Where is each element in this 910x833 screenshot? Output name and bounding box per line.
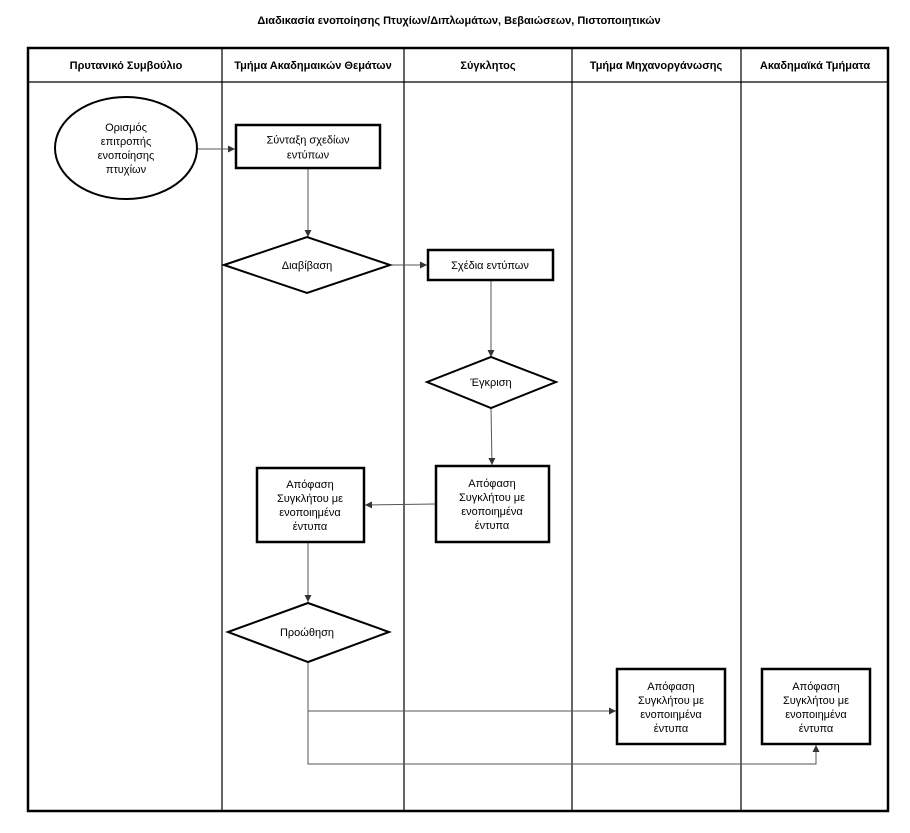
node-label-line: Συγκλήτου με <box>459 492 525 504</box>
node-drafts-box <box>426 248 555 282</box>
node-label-line: έντυπα <box>475 520 510 532</box>
node-label-line: εντύπων <box>287 150 330 162</box>
node-label-line: ενοποιημένα <box>785 709 847 721</box>
node-senate-decision-box <box>434 464 551 544</box>
node-label-line: Προώθηση <box>280 627 334 639</box>
node-label-line: επιτροπής <box>101 136 152 148</box>
node-label-line: ενοποίησης <box>98 150 155 162</box>
node-label-line: Απόφαση <box>468 478 515 490</box>
node-review-diamond <box>220 235 394 295</box>
node-label-line: Έγκριση <box>469 377 511 389</box>
edge-forward-to-departments <box>307 711 820 765</box>
lane-header-academic-departments: Ακαδημαϊκά Τμήματα <box>760 60 870 72</box>
node-label-line: Απόφαση <box>286 479 333 491</box>
node-label-line: Συγκλήτου με <box>638 695 704 707</box>
node-label-line: ενοποιημένα <box>461 506 523 518</box>
node-label-line: Απόφαση <box>647 681 694 693</box>
swimlane-frame <box>26 46 890 813</box>
node-drafting-label: Σύνταξη σχεδίων εντύπων <box>266 135 350 162</box>
edge-forward-to-it <box>307 663 616 715</box>
node-label-line: ενοποιημένα <box>640 709 702 721</box>
node-label-line: Διαβίβαση <box>282 260 333 272</box>
node-label-line: Ορισμός <box>105 122 147 134</box>
node-label-line: Απόφαση <box>792 681 839 693</box>
node-label-line: ενοποιημένα <box>279 507 341 519</box>
node-approval-diamond <box>424 355 559 410</box>
node-drafts-label: Σχέδια εντύπων <box>451 260 529 272</box>
node-departments-decision-box <box>760 667 872 746</box>
lane-header-it-department: Τμήμα Μηχανοργάνωσης <box>590 60 723 72</box>
edge-senate-decision-to-academic <box>364 501 437 509</box>
node-label-line: Σχέδια εντύπων <box>451 260 529 272</box>
lane-header-rector-council: Πρυτανικό Συμβούλιο <box>70 60 183 72</box>
node-committee-ellipse <box>54 96 198 200</box>
node-label-line: έντυπα <box>799 723 834 735</box>
node-approval-label: Έγκριση <box>469 377 511 389</box>
node-academic-decision-box <box>255 466 366 544</box>
edge-approval-to-decision <box>488 407 496 466</box>
diagram-title: Διαδικασία ενοποίησης Πτυχίων/Διπλωμάτων… <box>257 15 660 27</box>
node-label-line: έντυπα <box>293 521 328 533</box>
lane-header-academic-affairs: Τμήμα Ακαδημαικών Θεμάτων <box>234 60 391 72</box>
node-label-line: Συγκλήτου με <box>277 493 343 505</box>
node-label-line: Σύνταξη σχεδίων <box>266 135 350 147</box>
node-forward-label: Προώθηση <box>280 627 334 639</box>
node-it-decision-box <box>615 667 727 746</box>
node-drafting-box <box>234 123 382 170</box>
node-label-line: έντυπα <box>654 723 689 735</box>
lane-header-senate: Σύγκλητος <box>460 60 515 72</box>
node-committee-label: Ορισμός επιτροπής ενοποίησης πτυχίων <box>98 122 155 176</box>
node-forward-diamond <box>225 601 392 664</box>
node-review-label: Διαβίβαση <box>282 260 333 272</box>
node-label-line: πτυχίων <box>106 164 147 176</box>
node-label-line: Συγκλήτου με <box>783 695 849 707</box>
